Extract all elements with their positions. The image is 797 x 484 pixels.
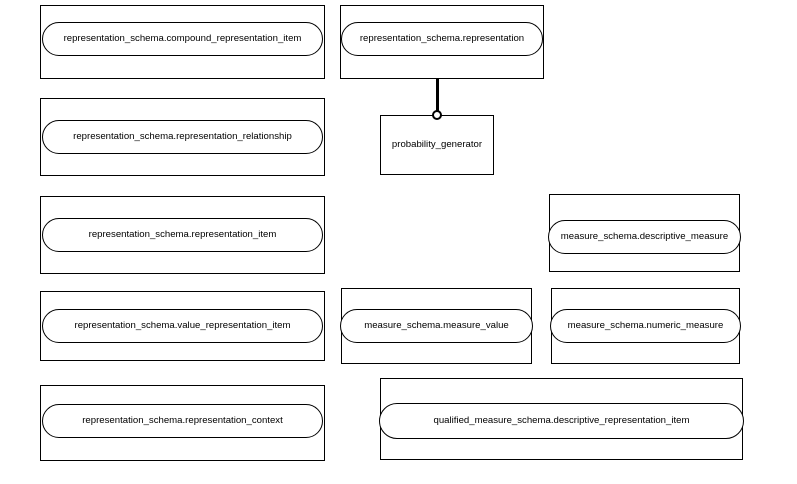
- schema-frame-representation_relationship: [40, 98, 325, 176]
- schema-reference-label-value_representation_item: representation_schema.value_representati…: [74, 320, 291, 332]
- schema-reference-label-descriptive_representation_item: qualified_measure_schema.descriptive_rep…: [433, 415, 690, 427]
- connector-line-representation-to-probability-generator: [436, 79, 439, 115]
- connector-open-circle-representation-to-probability-generator: [431, 109, 443, 121]
- schema-reference-representation: representation_schema.representation: [341, 22, 543, 56]
- schema-reference-descriptive_representation_item: qualified_measure_schema.descriptive_rep…: [379, 403, 744, 439]
- schema-reference-label-descriptive_measure: measure_schema.descriptive_measure: [560, 231, 729, 243]
- schema-reference-descriptive_measure: measure_schema.descriptive_measure: [548, 220, 741, 254]
- schema-reference-label-representation_context: representation_schema.representation_con…: [82, 415, 283, 427]
- schema-reference-label-numeric_measure: measure_schema.numeric_measure: [567, 320, 724, 332]
- entity-box-probability_generator: probability_generator: [380, 115, 494, 175]
- schema-frame-representation_item: [40, 196, 325, 274]
- schema-reference-compound_representation_item: representation_schema.compound_represent…: [42, 22, 323, 56]
- schema-reference-measure_value: measure_schema.measure_value: [340, 309, 533, 343]
- schema-frame-representation_context: [40, 385, 325, 461]
- schema-reference-label-measure_value: measure_schema.measure_value: [364, 320, 509, 332]
- schema-reference-label-representation_item: representation_schema.representation_ite…: [88, 229, 277, 241]
- schema-reference-value_representation_item: representation_schema.value_representati…: [42, 309, 323, 343]
- schema-reference-representation_context: representation_schema.representation_con…: [42, 404, 323, 438]
- schema-reference-label-representation: representation_schema.representation: [359, 33, 525, 45]
- entity-label-probability_generator: probability_generator: [391, 139, 483, 151]
- schema-reference-representation_relationship: representation_schema.representation_rel…: [42, 120, 323, 154]
- schema-reference-label-representation_relationship: representation_schema.representation_rel…: [73, 131, 292, 143]
- schema-frame-compound_representation_item: [40, 5, 325, 79]
- schema-reference-label-compound_representation_item: representation_schema.compound_represent…: [63, 33, 302, 45]
- schema-reference-numeric_measure: measure_schema.numeric_measure: [550, 309, 741, 343]
- schema-reference-representation_item: representation_schema.representation_ite…: [42, 218, 323, 252]
- schema-frame-value_representation_item: [40, 291, 325, 361]
